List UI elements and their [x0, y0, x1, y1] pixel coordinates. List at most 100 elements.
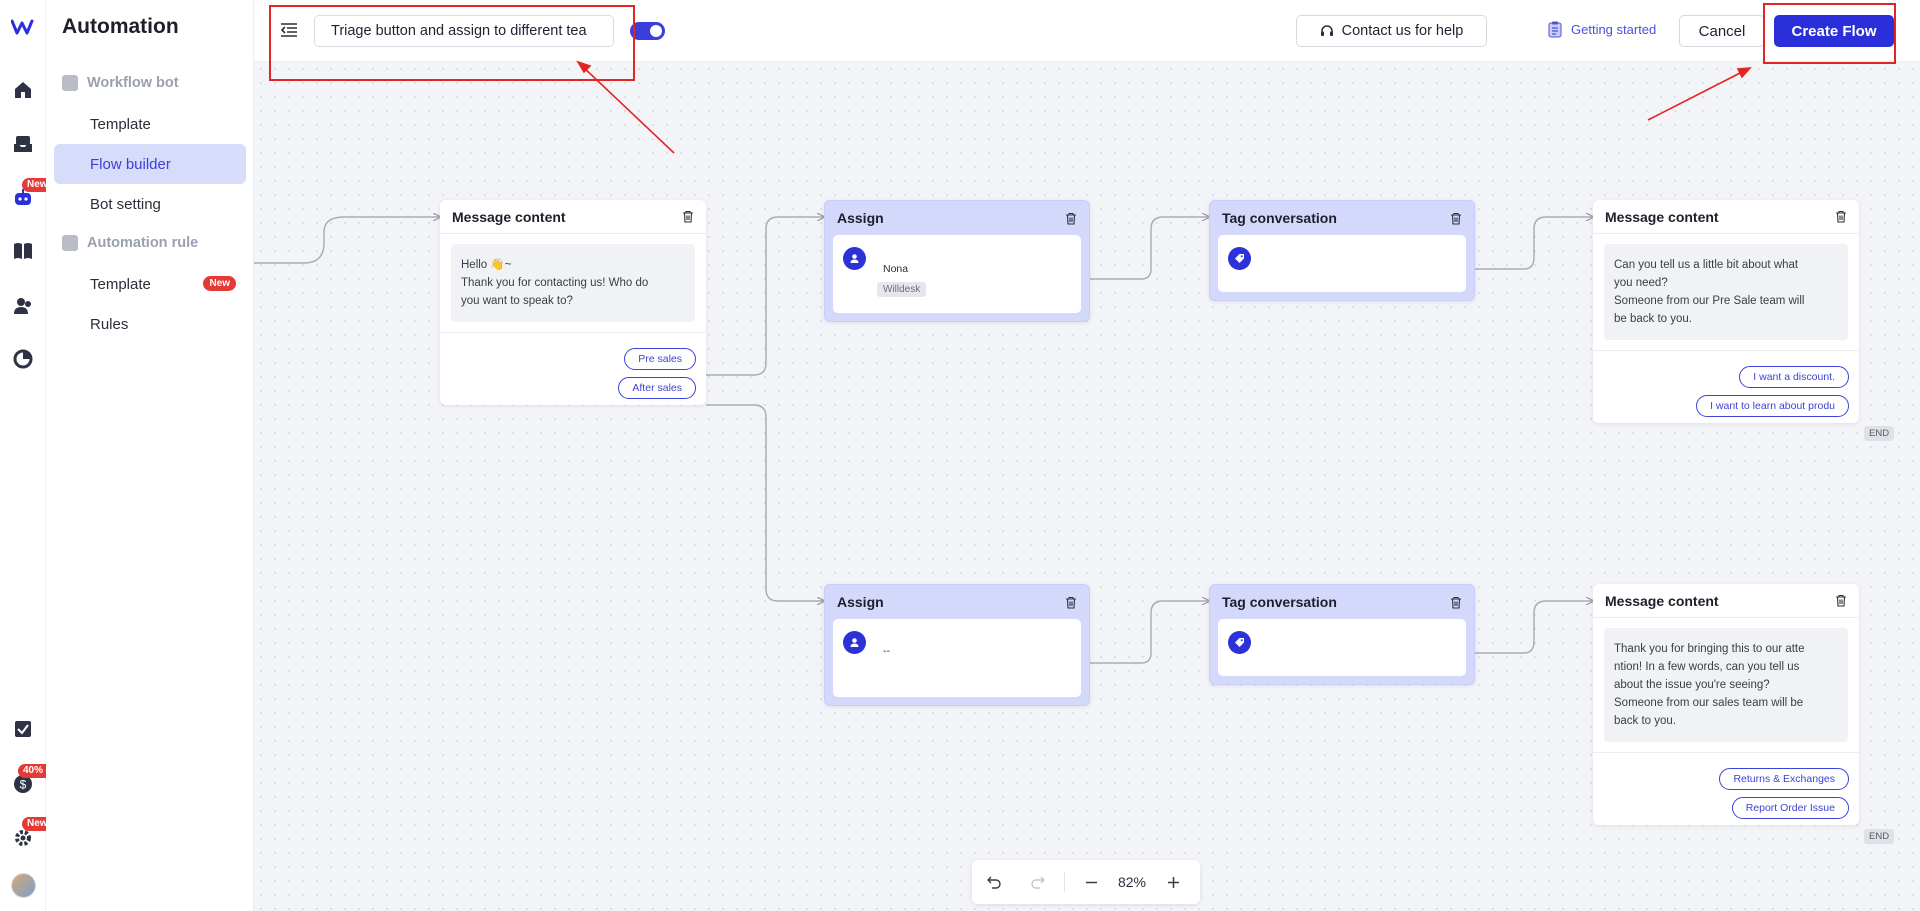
- user-avatar[interactable]: [11, 873, 36, 898]
- node-header: Message content: [440, 200, 706, 234]
- node-header: Message content: [1593, 200, 1859, 234]
- sidebar-item-bot-setting[interactable]: Bot setting: [54, 184, 246, 224]
- app-title: Automation: [62, 15, 179, 38]
- message-text: Can you tell us a little bit about what …: [1604, 244, 1848, 340]
- customers-icon[interactable]: [12, 295, 34, 317]
- new-badge: New: [22, 817, 53, 831]
- node-header: Tag conversation: [1210, 585, 1474, 619]
- nav-rail: New $ 40% OFF New: [0, 0, 71, 911]
- brand-logo-icon[interactable]: [11, 18, 35, 36]
- message-text: Hello 👋~ Thank you for contacting us! Wh…: [451, 244, 695, 322]
- redo-icon[interactable]: [1016, 860, 1060, 904]
- workflow-bot-icon: [62, 75, 78, 91]
- delete-node-icon[interactable]: [1450, 596, 1462, 609]
- delete-node-icon[interactable]: [1835, 210, 1847, 223]
- flow-enabled-toggle[interactable]: [630, 22, 665, 40]
- assign-node-presales[interactable]: Assign Nona Willdesk: [824, 200, 1090, 322]
- node-header: Assign: [825, 201, 1089, 235]
- assignee-name: Nona: [883, 263, 909, 275]
- node-title: Message content: [1605, 208, 1719, 225]
- assignee-name: --: [883, 645, 890, 657]
- new-badge: New: [203, 276, 236, 291]
- message-node-greeting[interactable]: Message content Hello 👋~ Thank you for c…: [440, 200, 706, 405]
- getting-started-link[interactable]: Getting started: [1548, 21, 1656, 38]
- tag-body: [1218, 619, 1466, 676]
- highlight-create-flow: [1763, 3, 1896, 64]
- knowledge-book-icon[interactable]: [12, 240, 34, 262]
- home-icon[interactable]: [12, 79, 34, 101]
- connection-lines: [254, 62, 1920, 664]
- option-button[interactable]: Pre sales: [624, 348, 696, 370]
- settings-gear-icon[interactable]: [12, 827, 34, 849]
- create-flow-button[interactable]: Create Flow: [1774, 15, 1894, 47]
- option-button[interactable]: I want a discount.: [1739, 366, 1849, 388]
- delete-node-icon[interactable]: [1065, 212, 1077, 225]
- tag-node-aftersales[interactable]: Tag conversation: [1209, 584, 1475, 685]
- message-node-aftersales[interactable]: Message content Thank you for bringing t…: [1593, 584, 1859, 825]
- message-node-presales[interactable]: Message content Can you tell us a little…: [1593, 200, 1859, 423]
- cancel-button[interactable]: Cancel: [1679, 15, 1765, 47]
- getting-started-label: Getting started: [1571, 22, 1657, 37]
- assign-body: --: [833, 619, 1081, 697]
- checklist-icon: [1548, 21, 1562, 38]
- analytics-icon[interactable]: [12, 348, 34, 370]
- option-button[interactable]: After sales: [618, 377, 696, 399]
- highlight-flow-name: [269, 5, 635, 81]
- option-button[interactable]: Returns & Exchanges: [1719, 768, 1849, 790]
- end-marker: END: [1864, 426, 1895, 441]
- flow-canvas[interactable]: Message content Hello 👋~ Thank you for c…: [254, 62, 1920, 911]
- agent-icon: [843, 631, 866, 654]
- tasks-icon[interactable]: [12, 718, 34, 740]
- section-workflow-bot: Workflow bot: [62, 75, 179, 91]
- quick-reply-options: Returns & Exchanges Report Order Issue: [1593, 752, 1859, 825]
- tag-body: [1218, 235, 1466, 292]
- delete-node-icon[interactable]: [1450, 212, 1462, 225]
- sidebar-item-rules[interactable]: Rules: [54, 304, 246, 344]
- delete-node-icon[interactable]: [1835, 594, 1847, 607]
- billing-icon[interactable]: $: [12, 773, 34, 795]
- sidebar-item-label: Flow builder: [90, 155, 171, 173]
- message-text: Thank you for bringing this to our atte …: [1604, 628, 1848, 742]
- node-title: Message content: [1605, 592, 1719, 609]
- sidebar-item-label: Template: [90, 275, 151, 293]
- chatbot-icon[interactable]: [12, 187, 34, 209]
- node-title: Tag conversation: [1222, 594, 1337, 610]
- option-button[interactable]: Report Order Issue: [1731, 797, 1849, 819]
- inbox-icon[interactable]: [12, 133, 34, 155]
- node-header: Assign: [825, 585, 1089, 619]
- team-tag: Willdesk: [877, 282, 927, 297]
- node-title: Assign: [837, 594, 884, 610]
- zoom-level: 82%: [1117, 874, 1147, 890]
- zoom-in-icon[interactable]: [1151, 860, 1195, 904]
- sidebar-item-label: Rules: [90, 315, 129, 333]
- sidebar-item-rule-template[interactable]: Template New: [54, 264, 246, 304]
- divider: [1064, 872, 1065, 892]
- collapse-sidebar-icon[interactable]: [280, 21, 298, 39]
- delete-node-icon[interactable]: [1065, 596, 1077, 609]
- zoom-out-icon[interactable]: [1069, 860, 1113, 904]
- sidebar-item-workflow-template[interactable]: Template: [54, 104, 246, 144]
- automation-rule-icon: [62, 235, 78, 251]
- assign-body: Nona Willdesk: [833, 235, 1081, 313]
- sidebar-item-flow-builder[interactable]: Flow builder: [54, 144, 246, 184]
- undo-icon[interactable]: [972, 860, 1016, 904]
- flow-name-input[interactable]: [314, 15, 614, 47]
- quick-reply-options: I want a discount. I want to learn about…: [1593, 350, 1859, 423]
- section-automation-rule: Automation rule: [62, 235, 198, 251]
- end-marker: END: [1864, 829, 1895, 844]
- section-title: Workflow bot: [87, 75, 179, 91]
- node-title: Tag conversation: [1222, 210, 1337, 226]
- node-title: Assign: [837, 210, 884, 226]
- zoom-toolbar: 82%: [972, 860, 1200, 904]
- contact-help-button[interactable]: Contact us for help: [1296, 15, 1487, 47]
- tag-node-presales[interactable]: Tag conversation: [1209, 200, 1475, 301]
- assign-node-aftersales[interactable]: Assign --: [824, 584, 1090, 706]
- tag-icon: [1228, 631, 1251, 654]
- contact-help-label: Contact us for help: [1341, 23, 1464, 39]
- tag-icon: [1228, 247, 1251, 270]
- option-button[interactable]: I want to learn about produ: [1696, 395, 1849, 417]
- sidebar-item-label: Bot setting: [90, 195, 161, 213]
- node-header: Message content: [1593, 584, 1859, 618]
- automation-sidebar: Automation Workflow bot Template Flow bu…: [46, 0, 254, 911]
- delete-node-icon[interactable]: [682, 210, 694, 223]
